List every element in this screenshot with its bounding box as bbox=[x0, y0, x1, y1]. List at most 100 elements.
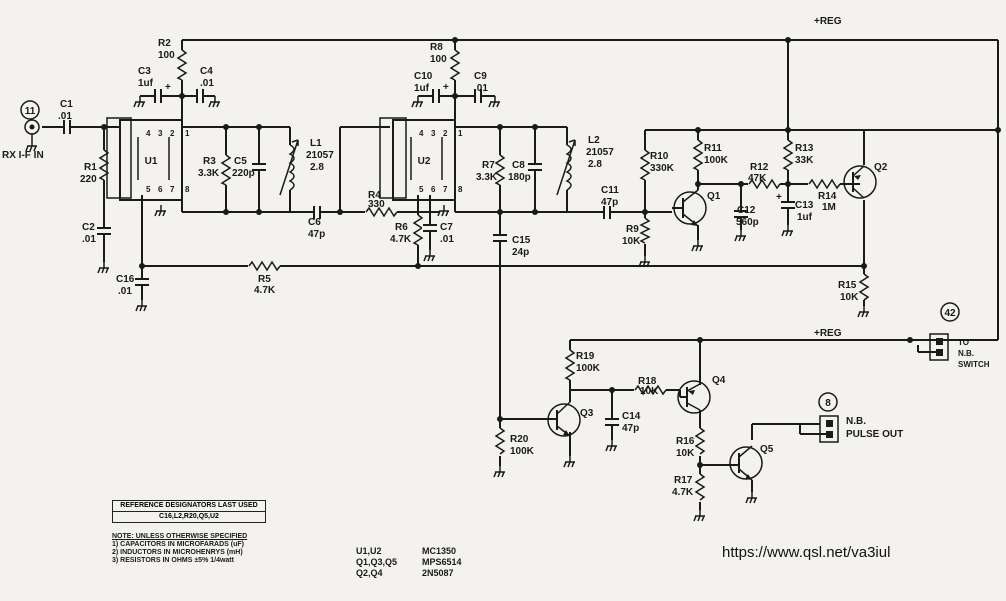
svg-text:560p: 560p bbox=[736, 217, 759, 228]
resistor-r16: R16 10K bbox=[676, 427, 706, 459]
capacitor-c9: C9 .01 bbox=[474, 71, 501, 108]
svg-text:100K: 100K bbox=[510, 446, 535, 457]
svg-text:.01: .01 bbox=[118, 286, 132, 297]
transistor-q5: Q5 bbox=[729, 444, 774, 504]
resistor-r9: R9 10K bbox=[622, 212, 651, 268]
svg-text:1: 1 bbox=[185, 129, 190, 138]
svg-text:N.B.: N.B. bbox=[958, 349, 974, 358]
svg-text:4.7K: 4.7K bbox=[672, 487, 694, 498]
svg-text:R5: R5 bbox=[258, 274, 271, 285]
svg-text:C16: C16 bbox=[116, 274, 135, 285]
resistor-r18: R18 10K bbox=[634, 376, 667, 397]
svg-text:Q3: Q3 bbox=[580, 408, 594, 419]
svg-text:SWITCH: SWITCH bbox=[958, 360, 990, 369]
svg-text:4: 4 bbox=[146, 129, 151, 138]
svg-text:7: 7 bbox=[443, 185, 448, 194]
svg-text:R10: R10 bbox=[650, 151, 669, 162]
ic-u2: U2 4 3 2 1 5 6 7 8 bbox=[379, 117, 463, 201]
resistor-r7: R7 3.3K bbox=[476, 154, 506, 186]
parts-refs: U1,U2 bbox=[356, 546, 382, 556]
svg-text:Q2: Q2 bbox=[874, 162, 888, 173]
svg-text:100K: 100K bbox=[704, 155, 729, 166]
inductor-l1: L1 21057 2.8 bbox=[279, 138, 334, 196]
resistor-r17: R17 4.7K bbox=[672, 473, 706, 522]
svg-text:1M: 1M bbox=[822, 202, 836, 213]
capacitor-c16: C16 .01 bbox=[116, 274, 150, 312]
resistor-r15: R15 10K bbox=[838, 273, 870, 318]
svg-text:L1: L1 bbox=[310, 138, 322, 149]
svg-text:10K: 10K bbox=[676, 448, 695, 459]
svg-text:R11: R11 bbox=[704, 143, 722, 154]
svg-text:4: 4 bbox=[419, 129, 424, 138]
svg-text:24p: 24p bbox=[512, 247, 529, 258]
rail-label-top: +REG bbox=[814, 16, 842, 27]
svg-text:+: + bbox=[165, 82, 171, 93]
svg-text:100K: 100K bbox=[576, 363, 601, 374]
svg-text:C4: C4 bbox=[200, 66, 213, 77]
svg-text:8: 8 bbox=[185, 185, 190, 194]
svg-text:180p: 180p bbox=[508, 172, 531, 183]
svg-text:1uf: 1uf bbox=[414, 83, 430, 94]
svg-text:Q5: Q5 bbox=[760, 444, 774, 455]
svg-text:U2: U2 bbox=[418, 156, 431, 167]
resistor-r14: R14 1M bbox=[808, 178, 841, 213]
svg-text:3.3K: 3.3K bbox=[198, 168, 220, 179]
svg-text:R12: R12 bbox=[750, 162, 769, 173]
svg-text:R14: R14 bbox=[818, 191, 837, 202]
reference-box-value: C16,L2,R20,Q5,U2 bbox=[159, 513, 219, 520]
svg-text:L2: L2 bbox=[588, 135, 600, 146]
capacitor-c14: C14 47p bbox=[604, 411, 641, 452]
svg-text:TO: TO bbox=[958, 338, 969, 347]
resistor-r5: R5 4.7K bbox=[248, 260, 281, 296]
svg-text:C7: C7 bbox=[440, 222, 453, 233]
parts-part: MPS6514 bbox=[422, 557, 462, 567]
svg-text:220: 220 bbox=[80, 174, 97, 185]
svg-text:21057: 21057 bbox=[306, 150, 334, 161]
capacitor-c2: C2 .01 bbox=[82, 222, 112, 274]
svg-text:1uf: 1uf bbox=[138, 78, 154, 89]
svg-text:C13: C13 bbox=[795, 200, 814, 211]
connector-nb-pulse: 8 N.B. PULSE OUT bbox=[799, 392, 903, 443]
resistor-r12: R12 47K bbox=[748, 162, 781, 190]
svg-text:47p: 47p bbox=[622, 423, 639, 434]
resistor-r6: R6 4.7K bbox=[390, 195, 424, 266]
svg-text:2.8: 2.8 bbox=[588, 159, 602, 170]
svg-text:R18: R18 bbox=[638, 376, 657, 387]
svg-text:U1: U1 bbox=[145, 156, 158, 167]
svg-text:6: 6 bbox=[431, 185, 436, 194]
svg-text:1: 1 bbox=[458, 129, 463, 138]
svg-text:.01: .01 bbox=[474, 83, 488, 94]
resistor-r11: R11 100K bbox=[692, 139, 729, 171]
svg-text:4.7K: 4.7K bbox=[254, 285, 276, 296]
svg-text:C8: C8 bbox=[512, 160, 525, 171]
svg-text:R16: R16 bbox=[676, 436, 695, 447]
svg-text:2: 2 bbox=[170, 129, 175, 138]
transistor-q4: Q4 bbox=[677, 375, 726, 414]
resistor-r4: R4 330 bbox=[365, 190, 398, 218]
parts-refs: Q2,Q4 bbox=[356, 568, 383, 578]
svg-text:3: 3 bbox=[158, 129, 163, 138]
junctions bbox=[101, 37, 1001, 468]
svg-text:.01: .01 bbox=[58, 111, 72, 122]
svg-text:Q4: Q4 bbox=[712, 375, 726, 386]
svg-text:4.7K: 4.7K bbox=[390, 234, 412, 245]
svg-text:1uf: 1uf bbox=[797, 212, 813, 223]
svg-text:47p: 47p bbox=[601, 197, 618, 208]
svg-text:7: 7 bbox=[170, 185, 175, 194]
svg-text:3: 3 bbox=[431, 129, 436, 138]
svg-text:Q1: Q1 bbox=[707, 191, 721, 202]
capacitor-c3: + C3 1uf bbox=[133, 66, 171, 108]
svg-text:C1: C1 bbox=[60, 99, 73, 110]
capacitor-c1: C1 .01 bbox=[58, 99, 73, 134]
svg-text:.01: .01 bbox=[200, 78, 214, 89]
svg-text:R17: R17 bbox=[674, 475, 693, 486]
svg-text:330K: 330K bbox=[650, 163, 675, 174]
note-line: 3) RESISTORS IN OHMS ±5% 1/4watt bbox=[112, 557, 234, 564]
resistor-r8: R8 100 bbox=[430, 42, 461, 81]
svg-text:8: 8 bbox=[458, 185, 463, 194]
svg-text:C2: C2 bbox=[82, 222, 95, 233]
svg-text:220p: 220p bbox=[232, 168, 255, 179]
svg-text:47p: 47p bbox=[308, 229, 325, 240]
resistor-r1: R1 220 bbox=[80, 149, 110, 185]
rail-label-bottom: +REG bbox=[814, 328, 842, 339]
